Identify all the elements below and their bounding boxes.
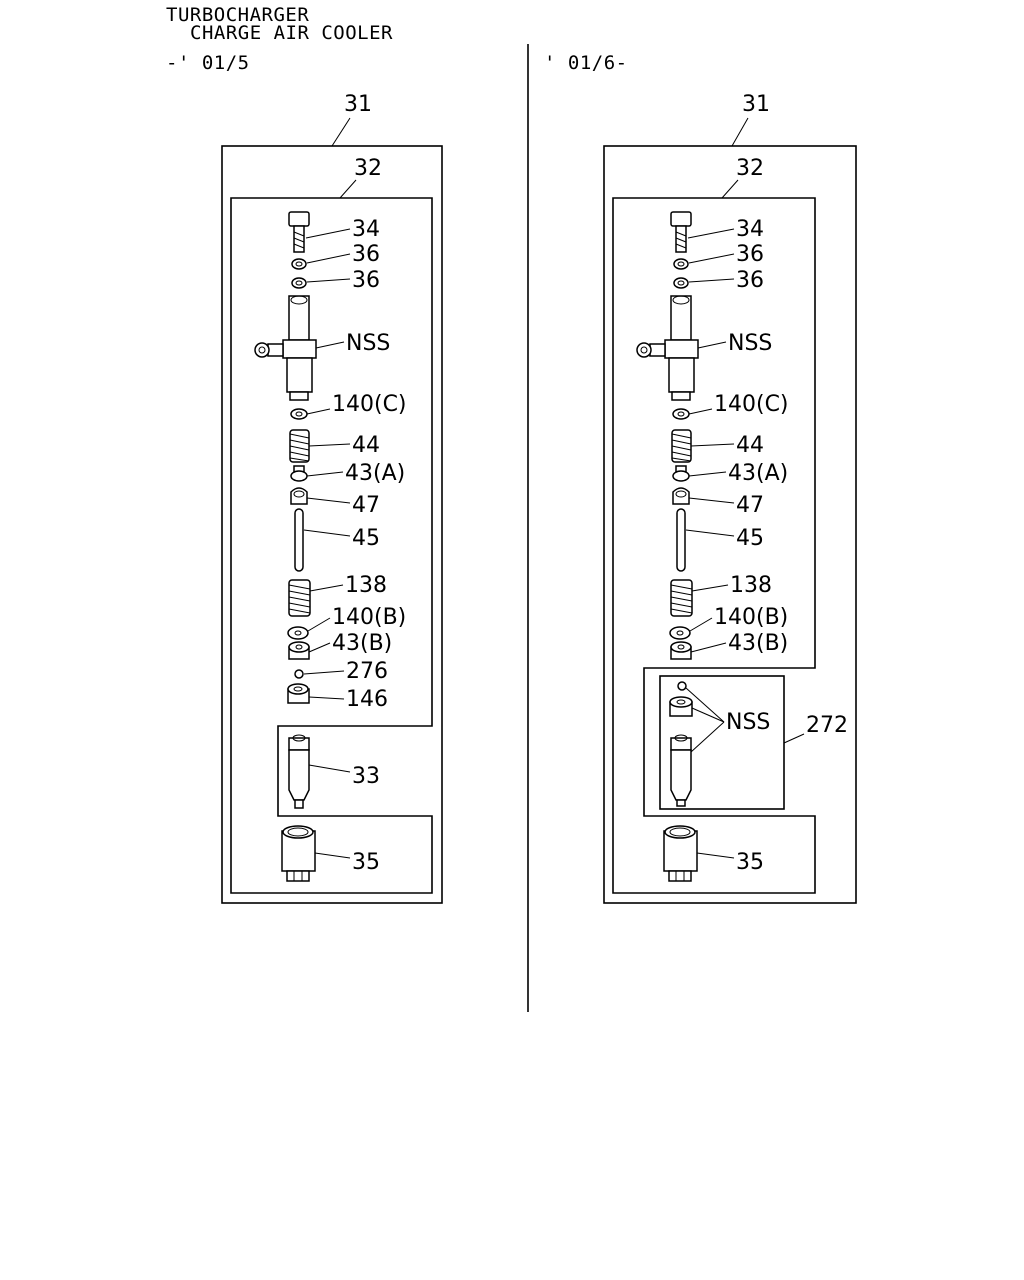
left-label-31: 31	[344, 92, 372, 117]
left-label-nss: NSS	[346, 331, 390, 356]
left-label-45: 45	[352, 526, 380, 551]
right-label-35: 35	[736, 850, 764, 875]
left-label-36b: 36	[352, 268, 380, 293]
left-label-146: 146	[346, 687, 388, 712]
left-part-276	[294, 669, 304, 679]
left-washer-36a	[291, 258, 307, 270]
left-label-276: 276	[346, 659, 388, 684]
left-label-47: 47	[352, 493, 380, 518]
left-spring-44	[289, 429, 310, 463]
left-label-138: 138	[345, 573, 387, 598]
left-label-35: 35	[352, 850, 380, 875]
right-label-34: 34	[736, 217, 764, 242]
left-washer-140c	[290, 408, 308, 420]
right-label-140c: 140(C)	[714, 392, 789, 417]
right-label-nss2: NSS	[726, 710, 770, 735]
right-label-32: 32	[736, 156, 764, 181]
left-label-32: 32	[354, 156, 382, 181]
left-label-140b: 140(B)	[332, 605, 406, 630]
right-label-272: 272	[806, 713, 848, 738]
left-range-label: -' 01/5	[166, 52, 250, 74]
title-line-2: CHARGE AIR COOLER	[190, 22, 393, 44]
left-part-47	[290, 487, 308, 505]
left-washer-36b	[291, 277, 307, 289]
left-label-140c: 140(C)	[332, 392, 407, 417]
right-washer-140b	[669, 626, 691, 640]
left-washer-140b	[287, 626, 309, 640]
right-label-44: 44	[736, 433, 764, 458]
right-label-43a: 43(A)	[728, 461, 788, 486]
right-label-nss: NSS	[728, 331, 772, 356]
right-kit-pin	[677, 681, 687, 691]
left-label-36a: 36	[352, 242, 380, 267]
left-spring-138	[288, 579, 311, 617]
left-label-33: 33	[352, 764, 380, 789]
left-part-43a	[290, 465, 308, 482]
left-subassembly-frame	[230, 197, 433, 894]
right-label-140b: 140(B)	[714, 605, 788, 630]
right-injector-holder	[636, 295, 699, 401]
right-rod-45	[676, 508, 686, 572]
right-kit-retaining-nut	[669, 696, 693, 717]
left-panel: 31 32 34 36 36	[221, 92, 443, 904]
right-spring-138	[670, 579, 693, 617]
right-panel: 31 32 34 36 36	[603, 92, 857, 904]
left-label-43b: 43(B)	[332, 631, 392, 656]
left-nut-35	[281, 825, 316, 882]
left-label-43a: 43(A)	[345, 461, 405, 486]
right-label-31: 31	[742, 92, 770, 117]
right-assembly-frame	[603, 145, 857, 904]
right-subassembly-frame	[612, 197, 816, 894]
right-washer-36a	[673, 258, 689, 270]
right-label-36a: 36	[736, 242, 764, 267]
right-washer-36b	[673, 277, 689, 289]
right-part-43a	[672, 465, 690, 482]
right-washer-140c	[672, 408, 690, 420]
left-nozzle-33	[288, 734, 310, 809]
left-rod-45	[294, 508, 304, 572]
right-part-43b	[670, 641, 692, 660]
right-range-label: ' 01/6-	[544, 52, 628, 74]
right-label-47: 47	[736, 493, 764, 518]
right-label-45: 45	[736, 526, 764, 551]
left-label-44: 44	[352, 433, 380, 458]
left-bolt-34	[288, 211, 310, 253]
right-kit-nozzle	[670, 734, 692, 807]
left-assembly-frame	[221, 145, 443, 904]
right-label-43b: 43(B)	[728, 631, 788, 656]
right-nut-35	[663, 825, 698, 882]
right-label-138: 138	[730, 573, 772, 598]
right-bolt-34	[670, 211, 692, 253]
right-part-47	[672, 487, 690, 505]
title-line-1: TURBOCHARGER	[166, 4, 310, 26]
right-spring-44	[671, 429, 692, 463]
left-injector-holder	[254, 295, 317, 401]
left-part-146	[287, 683, 310, 704]
left-label-34: 34	[352, 217, 380, 242]
right-label-36b: 36	[736, 268, 764, 293]
left-part-43b	[288, 641, 310, 660]
